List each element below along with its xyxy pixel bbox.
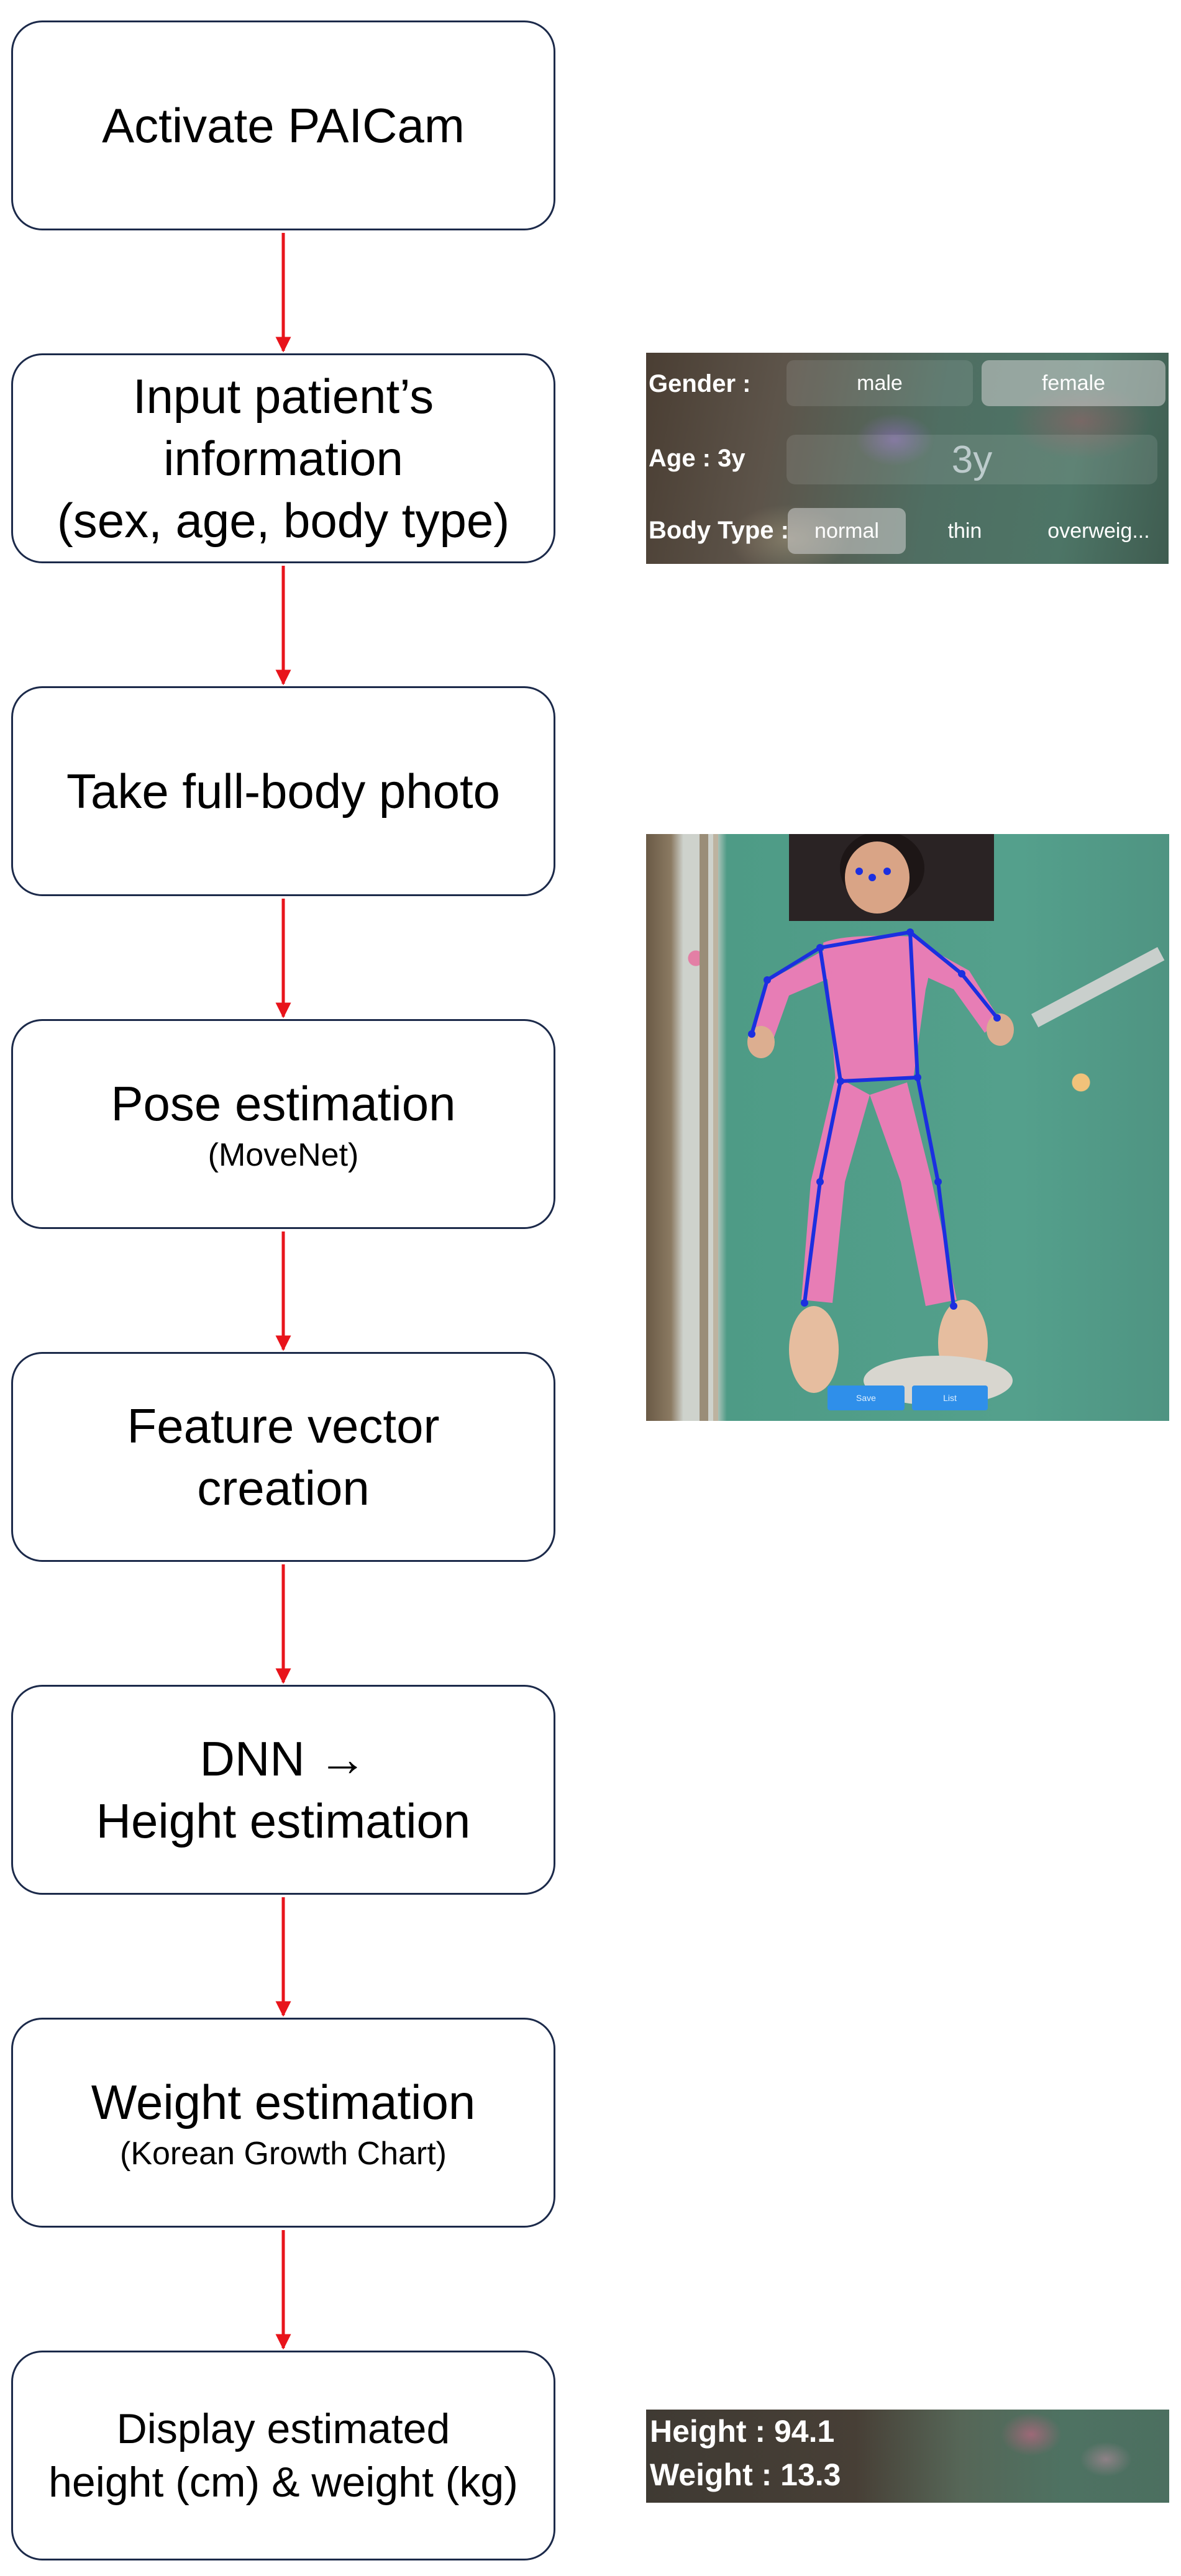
body-type-thin-option[interactable]: thin <box>947 519 982 543</box>
keypoint-right-knee <box>934 1178 942 1186</box>
keypoint-left-knee <box>816 1178 824 1186</box>
step-3-title: Take full-body photo <box>66 764 501 819</box>
step-6-title: DNN →Height estimation <box>96 1731 471 1848</box>
keypoint-left-wrist <box>748 1030 755 1038</box>
keypoint-right-shoulder <box>906 928 914 936</box>
keypoint-left-elbow <box>764 976 771 984</box>
child-left-foot <box>789 1306 839 1393</box>
keypoint-left-ankle <box>801 1299 808 1307</box>
step-1-title: Activate PAICam <box>102 98 465 153</box>
age-row: Age : 3y 3y <box>646 427 1169 489</box>
skeleton-right-forearm <box>960 972 999 1020</box>
step-7-subtitle: (Korean Growth Chart) <box>120 2136 447 2172</box>
skeleton-left-torso <box>818 946 842 1083</box>
gender-row: Gender : male female <box>646 353 1169 415</box>
body-type-label: Body Type : <box>649 517 789 544</box>
gender-male-option[interactable]: male <box>787 360 973 406</box>
skeleton-right-thigh <box>916 1076 940 1184</box>
pose-keypoints <box>748 868 1001 1310</box>
keypoint-right-wrist <box>993 1014 1001 1022</box>
skeleton-left-forearm <box>750 978 769 1036</box>
skeleton-shoulders <box>818 930 912 950</box>
keypoint-nose <box>869 874 876 881</box>
keypoint-left-shoulder <box>816 944 824 951</box>
skeleton-left-upper-arm <box>765 946 822 982</box>
child-right-hand <box>987 1014 1014 1046</box>
height-result: Height : 94.1 <box>650 2414 835 2449</box>
step-weight-estimation: Weight estimation (Korean Growth Chart) <box>11 2018 555 2228</box>
skeleton-left-shin <box>803 1180 822 1305</box>
gender-female-option[interactable]: female <box>982 360 1165 406</box>
list-button[interactable]: List <box>912 1386 988 1410</box>
child-torso <box>823 935 930 1082</box>
child-left-leg <box>801 1076 870 1303</box>
skeleton-left-thigh <box>818 1079 842 1184</box>
pose-photo-illustration <box>700 834 1165 1421</box>
bed-rail-inner <box>713 834 718 1421</box>
step-4-subtitle: (MoveNet) <box>207 1137 359 1173</box>
child-right-leg <box>870 1082 957 1306</box>
skeleton-right-shin <box>936 1180 955 1308</box>
result-panel: Height : 94.1 Weight : 13.3 <box>646 2410 1169 2503</box>
step-activate-paicam: Activate PAICam <box>11 20 555 230</box>
child-face <box>845 841 910 914</box>
save-button[interactable]: Save <box>828 1386 905 1410</box>
age-picker[interactable]: 3y <box>787 435 1157 484</box>
skeleton-right-upper-arm <box>908 930 964 976</box>
keypoint-left-hip <box>837 1077 844 1085</box>
patient-info-panel: Gender : male female Age : 3y 3y Body Ty… <box>646 353 1169 564</box>
child-left-arm <box>755 949 832 1039</box>
step-take-photo: Take full-body photo <box>11 686 555 896</box>
pose-skeleton <box>750 930 999 1308</box>
age-label: Age : 3y <box>649 445 746 472</box>
step-7-title: Weight estimation <box>91 2075 476 2129</box>
skeleton-hips <box>839 1076 919 1083</box>
iv-pole <box>1031 947 1165 1028</box>
keypoint-right-hip <box>914 1074 921 1081</box>
gender-label: Gender : <box>649 370 751 397</box>
step-height-estimation: DNN →Height estimation <box>11 1685 555 1895</box>
step-pose-estimation: Pose estimation (MoveNet) <box>11 1019 555 1229</box>
body-type-row: Body Type : normal thin overweig... <box>646 499 1169 561</box>
keypoint-left-eye <box>855 868 863 875</box>
bed-rail <box>700 834 708 1421</box>
body-type-normal-option[interactable]: normal <box>788 508 906 554</box>
keypoint-right-eye <box>883 868 891 875</box>
keypoint-right-ankle <box>950 1302 957 1310</box>
pose-photo-panel: Save List <box>646 834 1169 1421</box>
body-type-overweight-option[interactable]: overweig... <box>1047 519 1150 543</box>
step-4-title: Pose estimation <box>111 1076 456 1131</box>
skeleton-right-torso <box>908 930 919 1079</box>
keypoint-right-elbow <box>958 970 965 977</box>
child-right-arm <box>913 940 1000 1033</box>
weight-result: Weight : 13.3 <box>650 2457 841 2492</box>
